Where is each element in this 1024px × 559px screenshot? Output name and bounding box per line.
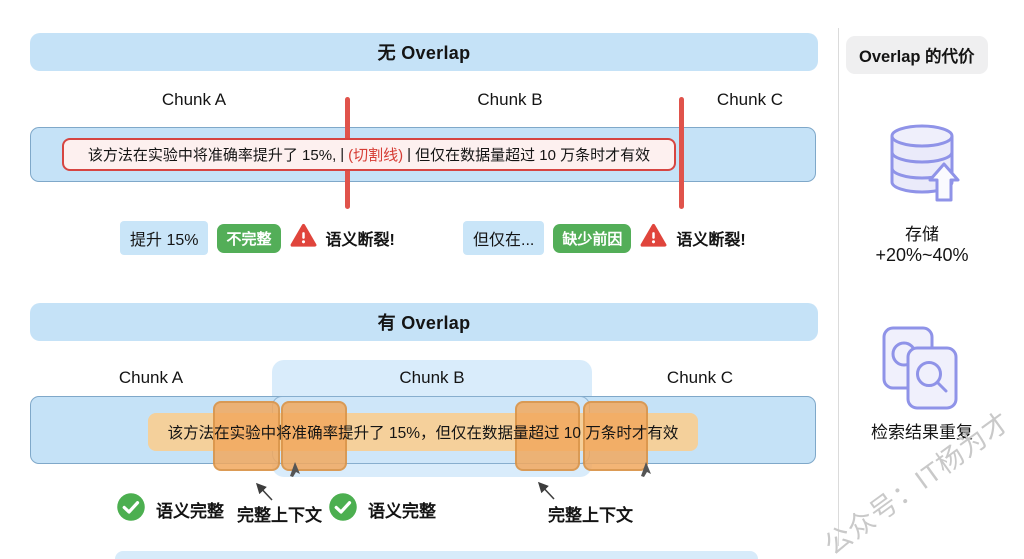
chunk-b-annotation: 但仅在... 缺少前因 语义断裂! <box>463 221 746 255</box>
context-arrow-1 <box>255 482 273 501</box>
chunk-b-label-top: Chunk B <box>477 90 543 109</box>
pipe-left: | <box>340 146 345 163</box>
semantic-complete-group-1: 语义完整 <box>116 492 224 527</box>
overlap-cost-title: Overlap 的代价 <box>846 36 988 74</box>
semantic-break-text: 语义断裂! <box>676 232 746 249</box>
chunk-c-label-bottom: Chunk C <box>666 368 734 387</box>
retrieval-duplicate-label: 检索结果重复 <box>871 423 973 442</box>
check-circle-icon <box>116 492 146 527</box>
check-circle-icon <box>328 492 358 527</box>
warning-icon <box>290 223 317 253</box>
storage-cost-value: +20%~40% <box>875 245 969 265</box>
sentence-part2: 但仅在数据量超过 10 万条时才有效 <box>415 147 651 164</box>
fragment-chip: 提升 15% <box>120 221 209 255</box>
cutoff-bottom-bar <box>115 551 758 559</box>
context-arrow-2 <box>537 481 555 500</box>
database-storage-icon <box>880 120 964 217</box>
cut-line-2 <box>679 97 684 209</box>
semantic-complete-text: 语义完整 <box>156 502 224 521</box>
no-overlap-banner: 无 Overlap <box>30 33 818 71</box>
chunk-b-label-bottom: Chunk B <box>399 368 465 387</box>
overlap-region-bc-left <box>515 401 580 471</box>
full-context-label-2: 完整上下文 <box>548 506 633 525</box>
overlap-region-bc-right <box>583 401 648 471</box>
semantic-complete-text: 语义完整 <box>368 502 436 521</box>
fragment-chip: 但仅在... <box>463 221 545 255</box>
overlap-region-ab-left <box>213 401 280 471</box>
sentence-part1: 该方法在实验中将准确率提升了 15%, <box>87 147 337 164</box>
full-sentence-text: 该方法在实验中将准确率提升了 15%，但仅在数据量超过 10 万条时才有效 <box>167 425 679 442</box>
semantic-break-text: 语义断裂! <box>325 232 395 249</box>
warning-icon <box>640 223 667 253</box>
overlap-region-ab-right <box>281 401 347 471</box>
chunk-a-annotation: 提升 15% 不完整 语义断裂! <box>120 221 395 255</box>
semantic-complete-group-2: 语义完整 <box>328 492 436 527</box>
split-sentence-box: 该方法在实验中将准确率提升了 15%, | (切割线) | 但仅在数据量超过 1… <box>62 138 676 171</box>
panel-divider <box>838 28 839 546</box>
chunk-a-label-top: Chunk A <box>161 90 227 109</box>
pipe-right: | <box>407 146 412 163</box>
duplicate-search-results-icon <box>876 324 968 417</box>
chunk-a-label-bottom: Chunk A <box>118 368 184 387</box>
missing-context-badge: 缺少前因 <box>553 223 632 253</box>
with-overlap-banner: 有 Overlap <box>30 303 818 341</box>
cut-label: (切割线) <box>348 147 404 164</box>
full-context-label-1: 完整上下文 <box>237 506 322 525</box>
storage-label: 存储 <box>905 225 939 244</box>
chunk-c-label-top: Chunk C <box>716 90 784 109</box>
incomplete-badge: 不完整 <box>217 223 281 253</box>
